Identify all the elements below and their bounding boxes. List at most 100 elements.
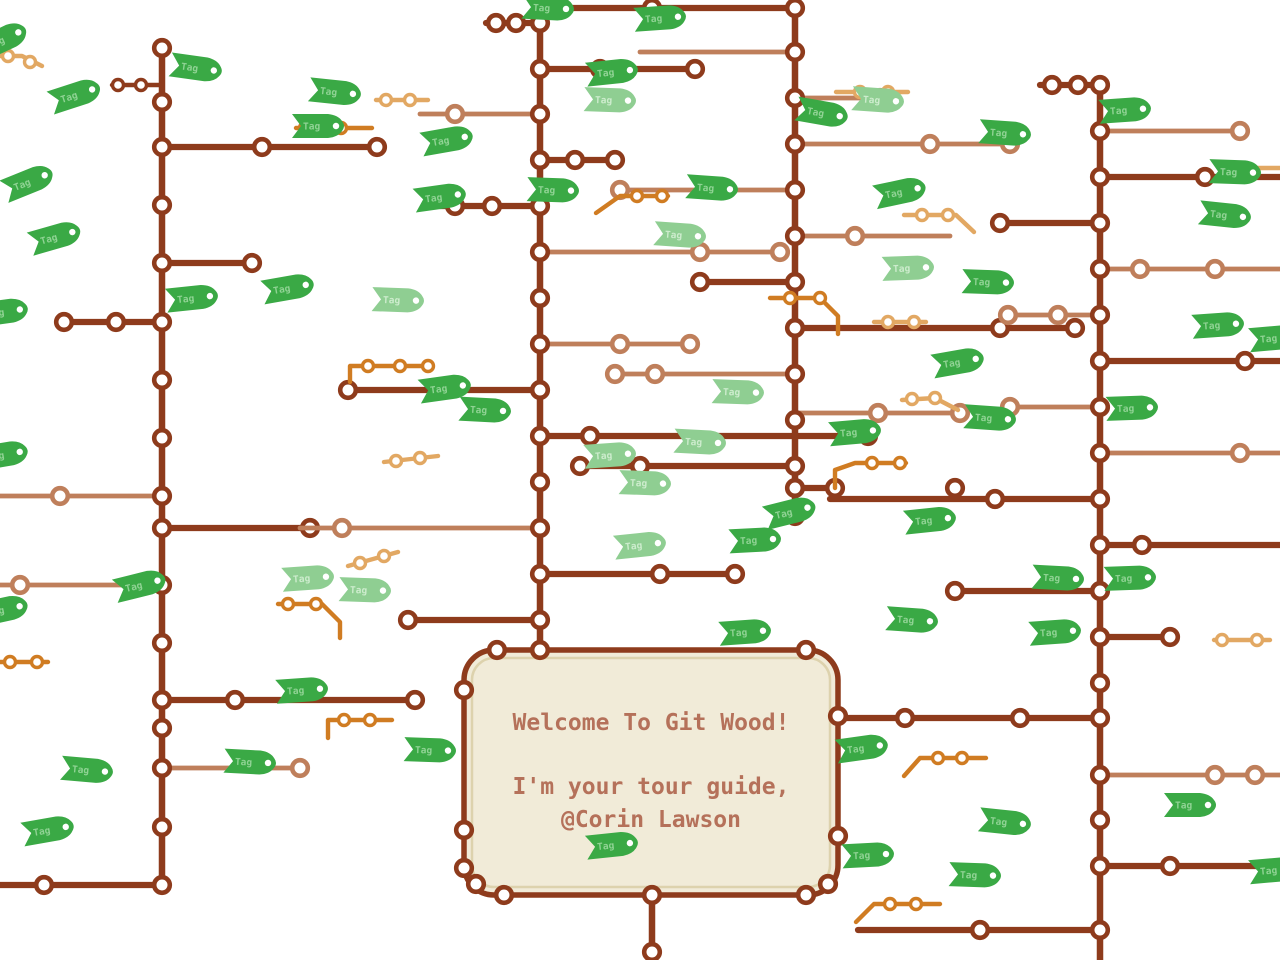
commit-node (827, 825, 849, 847)
commit-node (784, 0, 806, 19)
commit-node (9, 574, 31, 596)
tag-label: Tag (685, 437, 703, 449)
tag-leaf: Tag (1248, 325, 1280, 353)
tag-hole (316, 685, 324, 692)
twig (901, 207, 977, 235)
tag-leaf: Tag (851, 86, 904, 113)
tag-hole (659, 480, 667, 487)
tag-leaf: Tag (618, 470, 671, 496)
tag-leaf: Tag (1248, 857, 1280, 885)
commit-node (954, 750, 970, 766)
tag-leaves: TagTagTagTagTagTagTagTagTagTagTagTagTagT… (0, 0, 1280, 888)
tag-label: Tag (1175, 801, 1192, 812)
tag-hole (69, 228, 76, 236)
tag-hole (499, 407, 507, 415)
tag-hole (206, 292, 214, 300)
commit-node (224, 689, 246, 711)
tag-label: Tag (272, 283, 291, 297)
tag-label: Tag (915, 515, 933, 528)
tag-shape (673, 428, 726, 455)
tag-hole (1139, 105, 1147, 112)
twig-line (901, 212, 977, 235)
tag-leaf: Tag (633, 5, 686, 32)
tag-shape (902, 507, 956, 535)
tag-hole (726, 186, 734, 193)
tag-shape (371, 287, 424, 313)
tag-shape (338, 577, 391, 603)
tag-hole (892, 98, 900, 105)
commit-node (529, 379, 551, 401)
commit-node (914, 207, 930, 223)
tag-leaf: Tag (612, 532, 666, 560)
tag-hole (836, 112, 843, 120)
commit-node (684, 58, 706, 80)
tag-label: Tag (533, 3, 551, 15)
tag-leaf: Tag (584, 832, 638, 860)
commit-node (444, 103, 466, 125)
commit-node (241, 252, 263, 274)
tag-hole (769, 535, 777, 543)
tag-shape (584, 832, 638, 860)
commit-node (453, 857, 475, 879)
tree (297, 0, 879, 654)
commit-node (989, 212, 1011, 234)
commit-node (1204, 258, 1226, 280)
tag-hole (461, 133, 468, 141)
commit-node (984, 488, 1006, 510)
tag-hole (264, 759, 272, 767)
tag-label: Tag (630, 478, 648, 490)
tag-leaf: Tag (0, 165, 53, 203)
tag-hole (15, 29, 22, 36)
commit-node (336, 712, 352, 728)
tag-shape (1098, 97, 1151, 124)
tag-leaf: Tag (961, 269, 1014, 295)
tag-hole (459, 382, 467, 389)
commit-node (1249, 632, 1265, 648)
commit-node (880, 314, 896, 330)
welcome-sign (453, 639, 849, 960)
commit-node (1159, 626, 1181, 648)
commit-node (1089, 488, 1111, 510)
tag-hole (322, 573, 330, 580)
tag-leaf: Tag (223, 748, 276, 775)
tag-shape (851, 86, 904, 113)
tag-leaf: Tag (1208, 159, 1261, 185)
tag-leaf: Tag (417, 374, 471, 404)
commit-node (529, 149, 551, 171)
commit-node (1089, 534, 1111, 556)
tag-leaf: Tag (275, 677, 328, 704)
commit-node (529, 425, 551, 447)
tag-leaf: Tag (307, 77, 361, 105)
commit-node (784, 455, 806, 477)
tag-hole (1204, 801, 1212, 809)
tag-leaf: Tag (1105, 395, 1158, 421)
tag-leaf: Tag (711, 379, 764, 405)
commit-node (105, 311, 127, 333)
tag-shape (978, 119, 1031, 146)
tag-hole (972, 355, 979, 363)
tag-leaf: Tag (930, 348, 984, 379)
tag-hole (714, 439, 722, 447)
tag-shape (0, 23, 27, 62)
tag-shape (111, 570, 166, 603)
tag-shape (584, 59, 638, 87)
tag-label: Tag (293, 573, 311, 585)
tag-shape (417, 374, 471, 404)
commit-node (649, 563, 671, 585)
tag-hole (16, 603, 23, 610)
twig (1211, 632, 1273, 648)
commit-node (1089, 707, 1111, 729)
tag-leaf: Tag (948, 862, 1001, 888)
tag-shape (1031, 564, 1084, 591)
tag-shape (419, 126, 473, 157)
commit-node (784, 271, 806, 293)
commit-node (392, 358, 408, 374)
commit-node (724, 563, 746, 585)
tag-hole (1069, 627, 1077, 634)
tag-leaf: Tag (977, 807, 1031, 835)
tag-shape (1191, 312, 1244, 339)
commit-node (629, 188, 645, 204)
tag-shape (885, 606, 938, 633)
tag-leaf: Tag (111, 570, 166, 603)
